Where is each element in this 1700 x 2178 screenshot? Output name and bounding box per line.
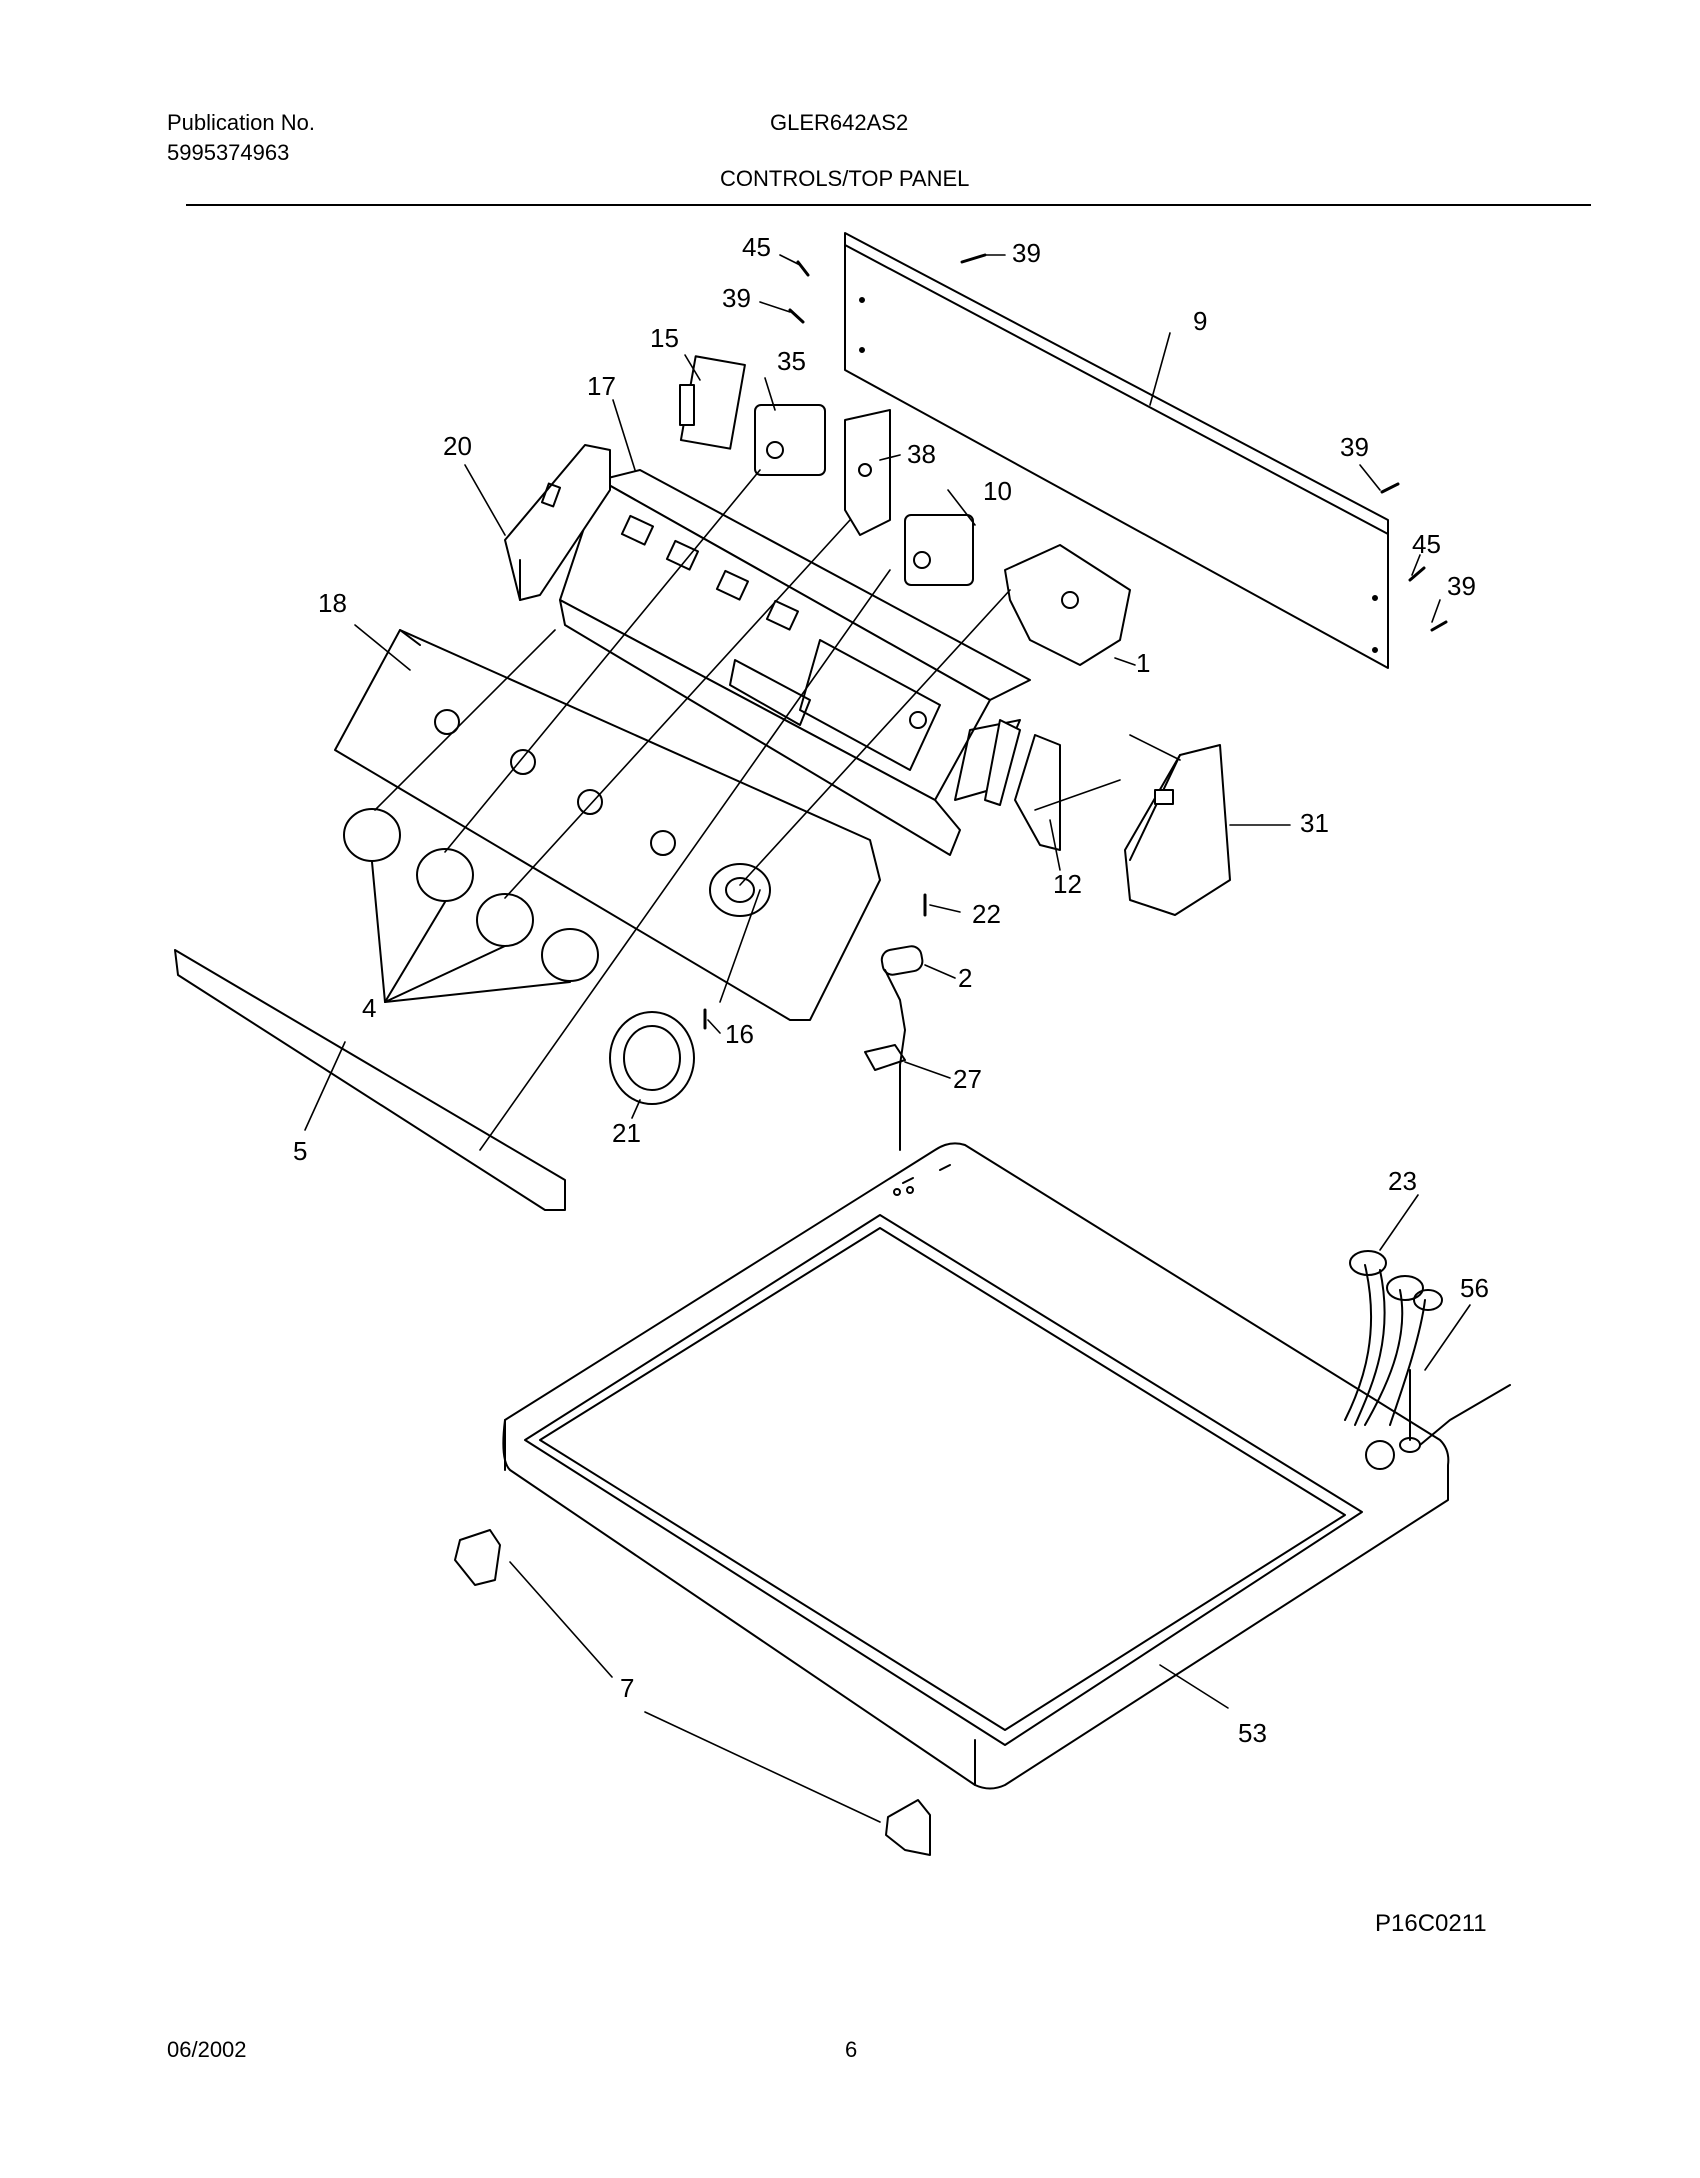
switch-part-35 [754, 404, 826, 476]
callout-1: 1 [1136, 648, 1150, 678]
bracket-part-1 [1004, 544, 1131, 666]
diagram-id: P16C0211 [1375, 1910, 1487, 1937]
control-panel-part-18 [334, 629, 881, 1021]
callout-4: 4 [362, 993, 376, 1023]
end-cap-left-part-20 [504, 444, 611, 601]
end-cap-right-part-31 [1124, 744, 1231, 916]
timer-knob-part-21 [609, 1011, 695, 1105]
ground-wire-part-56 [1399, 1369, 1511, 1453]
leader-lines [304, 254, 1471, 1823]
callout-23: 23 [1388, 1166, 1417, 1196]
hinge-part-7-bottom [885, 1799, 931, 1856]
footer-date: 06/2002 [167, 2037, 247, 2062]
callout-22: 22 [972, 899, 1001, 929]
lid-switch-part-2 [880, 945, 924, 976]
callout-17: 17 [587, 371, 616, 401]
callout-53: 53 [1238, 1718, 1267, 1748]
switch-part-38 [844, 409, 891, 536]
callout-21: 21 [612, 1118, 641, 1148]
callout-12: 12 [1053, 869, 1082, 899]
timer-part-15 [679, 355, 746, 450]
back-panel-part-9 [844, 232, 1389, 669]
callout-39-far-right: 39 [1447, 571, 1476, 601]
callout-35: 35 [777, 346, 806, 376]
publication-number: 5995374963 [167, 140, 290, 165]
callout-10: 10 [983, 476, 1012, 506]
trim-strip-part-5 [174, 949, 566, 1211]
header-rule [186, 204, 1591, 206]
callout-39-top-left: 39 [722, 283, 751, 313]
callout-9: 9 [1193, 306, 1207, 336]
callout-16: 16 [725, 1019, 754, 1049]
callout-39-right: 39 [1340, 432, 1369, 462]
callout-45-top: 45 [742, 232, 771, 262]
callout-39-top-right: 39 [1012, 238, 1041, 268]
model-number: GLER642AS2 [770, 110, 909, 135]
callout-27: 27 [953, 1064, 982, 1094]
circuit-bracket-part [984, 719, 1021, 806]
callout-45-right: 45 [1412, 529, 1441, 559]
knobs-part-4 [343, 808, 599, 982]
page-number: 6 [845, 2037, 858, 2062]
callout-38: 38 [907, 439, 936, 469]
publication-label: Publication No. [167, 110, 315, 135]
switch-part-10 [904, 514, 974, 586]
hinge-part-7-top [454, 1529, 501, 1586]
callout-18: 18 [318, 588, 347, 618]
callout-7: 7 [620, 1673, 634, 1703]
callout-20: 20 [443, 431, 472, 461]
bracket-part-12 [1014, 734, 1061, 851]
callout-31: 31 [1300, 808, 1329, 838]
wire-harness-part-23 [1344, 1250, 1443, 1426]
callout-15: 15 [650, 323, 679, 353]
callout-56: 56 [1460, 1273, 1489, 1303]
control-console-part-17 [559, 469, 1031, 856]
callout-5: 5 [293, 1136, 307, 1166]
section-title: CONTROLS/TOP PANEL [720, 166, 970, 191]
bracket-part-27 [864, 1044, 906, 1071]
callout-2: 2 [958, 963, 972, 993]
top-panel-part-53 [502, 1142, 1450, 1790]
